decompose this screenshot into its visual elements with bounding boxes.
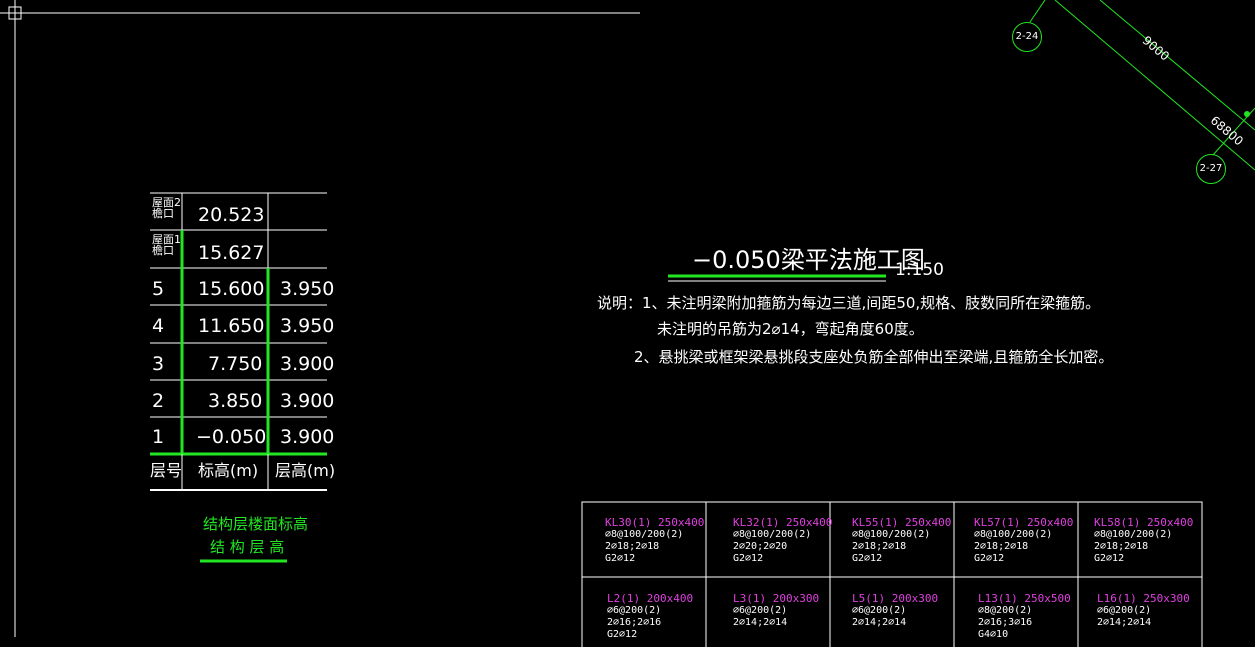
beam-cell[interactable]: KL55(1) 250x400 ⌀8@100/200(2) 2⌀18;2⌀18 … [852,516,951,565]
beam-stirrup: ⌀8@100/200(2) [605,529,684,540]
header-floor-height: 层高(m) [275,461,336,480]
beam-main-bars: 2⌀18;2⌀18 [605,541,660,552]
header-elevation: 标高(m) [198,461,259,480]
beam-name: L13(1) 250x500 [978,592,1071,605]
beam-side-bars: G4⌀10 [978,629,1009,640]
axis-line-2-24 [1029,0,1046,23]
height-3: 3.900 [280,353,335,375]
beam-name: KL32(1) 250x400 [733,516,833,529]
elevation-roof2: 20.523 [198,204,265,226]
beam-main-bars: 2⌀16;3⌀16 [978,617,1033,628]
beam-table-grid [581,501,1203,647]
beam-cell[interactable]: L2(1) 200x400 ⌀6@200(2) 2⌀16;2⌀16 G2⌀12 [607,592,693,641]
elevation-5: 15.600 [198,278,265,300]
note-1-continued: 未注明的吊筋为2⌀14，弯起角度60度。 [657,320,924,338]
beam-stirrup: ⌀8@100/200(2) [733,529,812,540]
beam-cell[interactable]: L3(1) 200x300 ⌀6@200(2) 2⌀14;2⌀14 [733,592,819,629]
beam-stirrup: ⌀8@100/200(2) [1094,529,1173,540]
beam-cell[interactable]: L16(1) 250x300 ⌀6@200(2) 2⌀14;2⌀14 [1097,592,1190,629]
beam-main-bars: 2⌀20;2⌀20 [733,541,788,552]
note-2: 2、悬挑梁或框架梁悬挑段支座处负筋全部伸出至梁端,且箍筋全长加密。 [634,348,1114,366]
beam-cell[interactable]: KL58(1) 250x400 ⌀8@100/200(2) 2⌀18;2⌀18 … [1094,516,1193,565]
header-floor-number: 层号 [150,461,183,480]
axis-bubble-2-27[interactable]: 2-27 [1196,154,1226,184]
beam-stirrup: ⌀8@100/200(2) [852,529,931,540]
beam-cell[interactable]: L5(1) 200x300 ⌀6@200(2) 2⌀14;2⌀14 [852,592,938,629]
row-label-2: 2 [152,390,165,412]
beam-main-bars: 2⌀18;2⌀18 [852,541,907,552]
height-5: 3.950 [280,278,335,300]
beam-stirrup: ⌀8@100/200(2) [974,529,1053,540]
beam-side-bars: G2⌀12 [733,553,764,564]
row-label-5: 5 [152,278,165,300]
beam-stirrup: ⌀6@200(2) [852,605,907,616]
beam-side-bars: G2⌀12 [974,553,1005,564]
beam-cell[interactable]: L13(1) 250x500 ⌀8@200(2) 2⌀16;3⌀16 G4⌀10 [978,592,1071,641]
beam-main-bars: 2⌀18;2⌀18 [974,541,1029,552]
beam-name: KL58(1) 250x400 [1094,516,1194,529]
beam-cell[interactable]: KL57(1) 250x400 ⌀8@100/200(2) 2⌀18;2⌀18 … [974,516,1073,565]
beam-cell[interactable]: KL32(1) 250x400 ⌀8@100/200(2) 2⌀20;2⌀20 … [733,516,832,565]
beam-side-bars: G2⌀12 [607,629,638,640]
dimension-line-a [1099,0,1255,131]
beam-name: L3(1) 200x300 [733,592,820,605]
beam-stirrup: ⌀6@200(2) [1097,605,1152,616]
drawing-title[interactable]: −0.050梁平法施工图 [692,246,925,274]
beam-main-bars: 2⌀14;2⌀14 [1097,617,1152,628]
note-1: 说明：1、未注明梁附加箍筋为每边三道,间距50,规格、肢数同所在梁箍筋。 [597,294,1101,312]
level-table-caption-2: 结 构 层 高 [210,538,285,556]
drawing-scale: 1:150 [895,260,944,280]
elevation-4: 11.650 [198,315,265,337]
beam-stirrup: ⌀6@200(2) [607,605,662,616]
axis-bubble-2-24[interactable]: 2-24 [1012,22,1042,52]
elevation-2: 3.850 [208,390,263,412]
beam-side-bars: G2⌀12 [1094,553,1125,564]
height-4: 3.950 [280,315,335,337]
elevation-3: 7.750 [208,353,263,375]
beam-main-bars: 2⌀14;2⌀14 [852,617,907,628]
elevation-1: −0.050 [196,426,267,448]
row-label-4: 4 [152,315,165,337]
level-table-caption-1: 结构层楼面标高 [203,515,309,533]
beam-main-bars: 2⌀16;2⌀16 [607,617,662,628]
row-label-roof1: 屋面1 檐口 [152,233,181,257]
row-label-roof2: 屋面2 檐口 [152,196,181,220]
beam-side-bars: G2⌀12 [605,553,636,564]
beam-name: KL55(1) 250x400 [852,516,952,529]
height-1: 3.900 [280,426,335,448]
height-2: 3.900 [280,390,335,412]
beam-name: KL30(1) 250x400 [605,516,705,529]
beam-stirrup: ⌀8@200(2) [978,605,1033,616]
axis-node [1244,111,1250,117]
beam-name: L16(1) 250x300 [1097,592,1190,605]
beam-main-bars: 2⌀18;2⌀18 [1094,541,1149,552]
beam-side-bars: G2⌀12 [852,553,883,564]
dimension-line-b [1054,0,1255,171]
row-label-3: 3 [152,353,165,375]
beam-name: L2(1) 200x400 [607,592,694,605]
beam-stirrup: ⌀6@200(2) [733,605,788,616]
beam-cell[interactable]: KL30(1) 250x400 ⌀8@100/200(2) 2⌀18;2⌀18 … [605,516,704,565]
beam-name: KL57(1) 250x400 [974,516,1074,529]
row-label-1: 1 [152,426,165,448]
level-table-grid [150,192,327,491]
beam-name: L5(1) 200x300 [852,592,939,605]
elevation-roof1: 15.627 [198,242,265,264]
beam-main-bars: 2⌀14;2⌀14 [733,617,788,628]
